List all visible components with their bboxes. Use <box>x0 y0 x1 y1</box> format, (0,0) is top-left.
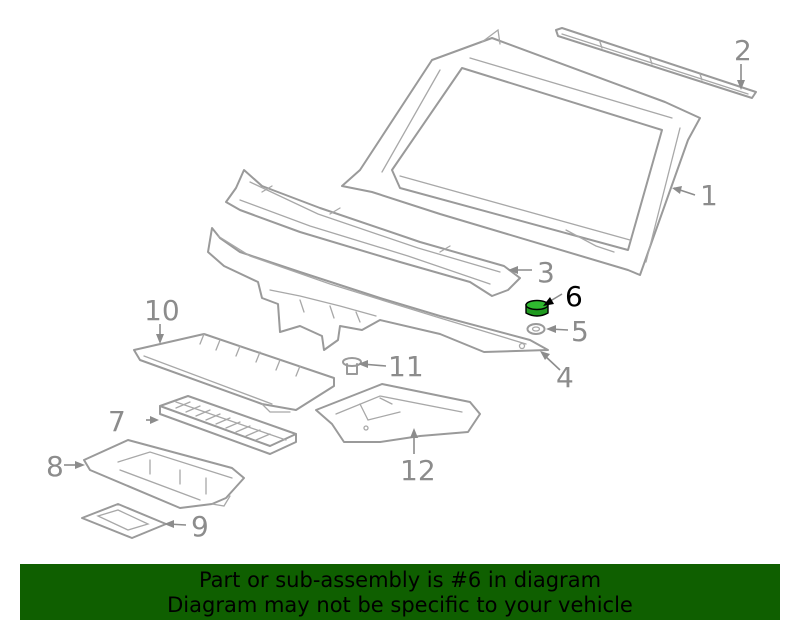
callout-6: 6 <box>565 280 583 313</box>
banner-line-disclaimer: Diagram may not be specific to your vehi… <box>167 593 633 617</box>
callout-3: 3 <box>537 256 555 289</box>
gasket-part <box>81 503 167 539</box>
callout-4: 4 <box>556 361 574 394</box>
callout-9: 9 <box>191 510 209 543</box>
cowl-panel-part <box>225 169 521 297</box>
banner-line-part-number: Part or sub-assembly is #6 in diagram <box>198 568 602 592</box>
filter-cover-part <box>133 333 335 413</box>
parts-diagram: 1 2 3 4 5 6 7 8 9 10 11 12 <box>46 27 757 543</box>
notice-banner: Part or sub-assembly is #6 in diagram Di… <box>20 564 780 620</box>
windshield-part <box>341 28 701 276</box>
callout-10: 10 <box>144 294 180 327</box>
callout-12: 12 <box>400 454 436 487</box>
callout-11: 11 <box>388 350 424 383</box>
callout-7: 7 <box>108 405 126 438</box>
push-clip-part <box>342 357 362 375</box>
cowl-lower-part <box>207 227 549 353</box>
roof-rail-part <box>555 27 757 99</box>
callout-1: 1 <box>700 179 718 212</box>
lower-tray-part <box>315 383 481 443</box>
washer-part <box>526 323 546 335</box>
filter-housing-part <box>83 439 245 509</box>
callout-8: 8 <box>46 450 64 483</box>
callout-labels: 1 2 3 4 5 6 7 8 9 10 11 12 <box>46 34 752 543</box>
highlighted-grommet-part <box>525 299 549 317</box>
cabin-filter-part <box>159 395 297 455</box>
callout-2: 2 <box>734 34 752 67</box>
callout-5: 5 <box>571 315 589 348</box>
leader-lines <box>64 64 745 528</box>
